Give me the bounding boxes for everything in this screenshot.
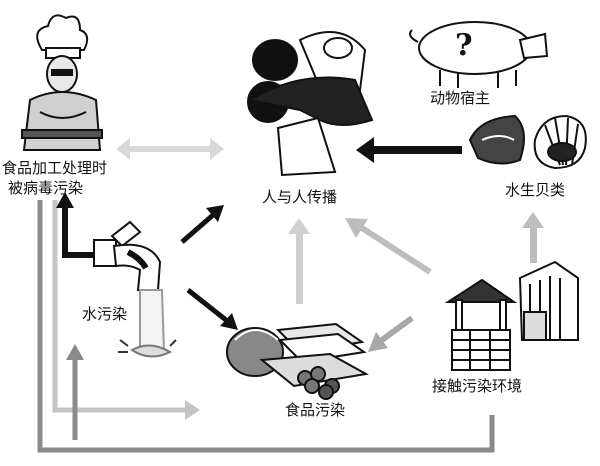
label-food-handler-line1: 食品加工处理时 [2,159,108,177]
label-shellfish: 水生贝类 [505,181,566,199]
loop-arrow-water-head [66,344,84,360]
arrow-water-chef [56,192,95,258]
arrow-env-shellfish [522,212,544,263]
label-water: 水污染 [82,305,128,323]
faucet-icon [93,220,177,358]
chef-icon [21,14,103,151]
label-food-handler-line2: 被病毒污染 [8,179,84,197]
arrow-water-human [180,205,224,244]
pig-icon: ? [409,21,549,88]
food-icon [226,322,369,400]
label-environment: 接触污染环境 [432,377,523,395]
arrow-shellfish-human [356,137,462,163]
loop-arrow-outer [37,200,495,453]
shellfish-icon [468,114,587,170]
arrow-food-human [288,218,310,304]
loop-arrow-inner-head [185,400,200,420]
arrow-env-food [368,315,414,352]
arrow-water-food [186,288,238,330]
label-human: 人与人传播 [262,188,338,206]
people-icon [247,31,374,177]
arrow-env-human [345,218,432,275]
arrow-chef-human [116,138,224,160]
well-icon [444,260,579,371]
pig-question-mark: ? [455,28,473,63]
loop-arrow-inner [52,200,185,413]
label-animal-host: 动物宿主 [430,89,491,107]
label-food: 食品污染 [285,401,346,419]
